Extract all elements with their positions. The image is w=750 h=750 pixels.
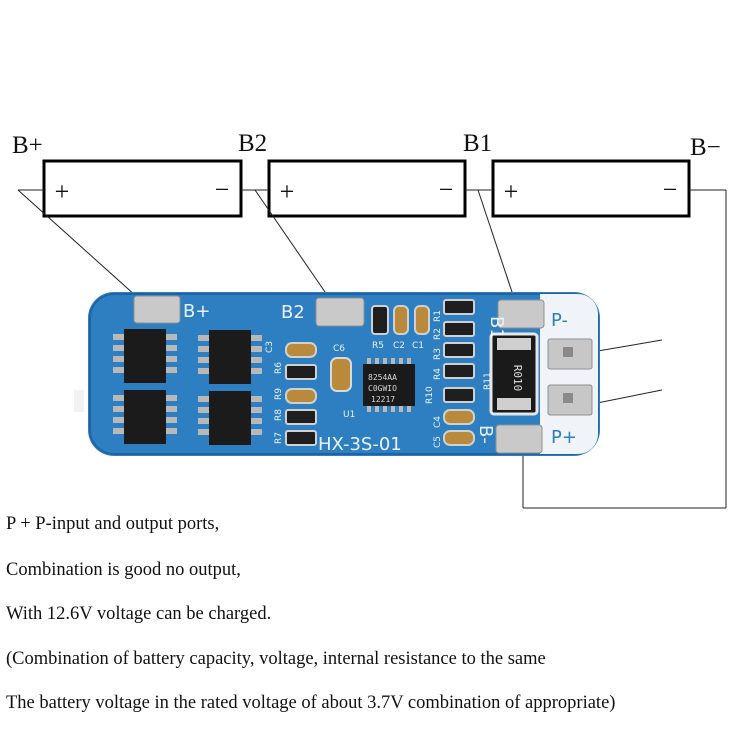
pad-b-plus [133, 295, 181, 324]
terminal-label-b2: B2 [238, 130, 268, 157]
pad-b1 [497, 299, 545, 329]
description-line-5: The battery voltage in the rated voltage… [6, 693, 616, 713]
pad-b2 [315, 297, 365, 327]
ic-marking-line-2: C0GWIO [368, 384, 397, 393]
pcb-label-b2: B2 [281, 302, 305, 323]
cell-plus-sign: + [280, 177, 295, 206]
protection-board: 8254AA C0GWIO 12217 [74, 292, 600, 456]
ic-marking-line-3: 12217 [371, 395, 395, 404]
resistor-code-label: R010 [511, 365, 524, 392]
svg-text:C3: C3 [265, 341, 275, 353]
board-model-label: HX-3S-01 [318, 434, 402, 455]
ic-marking-line-1: 8254AA [368, 373, 397, 382]
terminal-label-b-plus: B+ [12, 132, 43, 159]
description-line-3: With 12.6V voltage can be charged. [6, 604, 272, 624]
controller-ic-u1: 8254AA C0GWIO 12217 [363, 358, 415, 412]
svg-text:R11: R11 [483, 372, 493, 390]
pcb-label-b-minus: B- [475, 425, 496, 444]
cell-plus-sign: + [504, 177, 519, 206]
svg-text:R1: R1 [433, 310, 443, 322]
svg-text:R5: R5 [372, 341, 384, 351]
terminal-label-b1: B1 [463, 130, 493, 157]
svg-text:C4: C4 [433, 416, 443, 428]
mosfet-chip-4 [198, 391, 262, 445]
svg-text:R7: R7 [274, 432, 284, 444]
svg-text:R2: R2 [433, 328, 443, 340]
svg-text:R6: R6 [274, 362, 284, 374]
svg-text:C6: C6 [333, 344, 345, 354]
terminal-label-b-minus: B− [690, 134, 721, 161]
cell-minus-sign: − [439, 175, 454, 204]
pcb-label-b1: B1 [486, 316, 507, 340]
svg-text:R4: R4 [433, 368, 443, 380]
svg-text:R10: R10 [425, 386, 435, 404]
svg-text:C5: C5 [433, 436, 443, 448]
pcb-label-b-plus: B+ [183, 301, 210, 322]
smd-components [285, 299, 475, 446]
svg-text:R8: R8 [274, 409, 284, 421]
battery-cell-2: + − [267, 159, 467, 218]
cell-minus-sign: − [215, 175, 230, 204]
description-line-1: P + P-input and output ports, [6, 514, 220, 534]
mosfet-chip-3 [198, 330, 262, 384]
battery-cell-1: + − [42, 159, 243, 218]
svg-text:R9: R9 [274, 388, 284, 400]
svg-text:C2: C2 [393, 341, 405, 351]
mosfet-chip-1 [113, 329, 177, 383]
mosfet-chip-2 [113, 390, 177, 444]
pcb-label-p-minus: P- [551, 310, 568, 331]
pcb-label-p-plus: P+ [551, 427, 577, 448]
svg-text:C1: C1 [412, 341, 424, 351]
svg-text:U1: U1 [343, 410, 355, 420]
pad-b-minus [495, 424, 543, 454]
capacitor-c6 [330, 357, 352, 392]
description-line-4: (Combination of battery capacity, voltag… [6, 649, 546, 669]
wiring-lines [17, 189, 727, 509]
cell-minus-sign: − [663, 175, 678, 204]
component-designators: C3 R6 R9 R8 R7 C6 R5 C2 C1 R1 R2 R3 R4 R… [265, 310, 493, 448]
cell-plus-sign: + [55, 177, 70, 206]
battery-cell-3: + − [491, 159, 691, 218]
description-line-2: Combination is good no output, [6, 560, 241, 580]
svg-text:R3: R3 [433, 348, 443, 360]
sense-resistor-r11: R010 [489, 332, 539, 416]
